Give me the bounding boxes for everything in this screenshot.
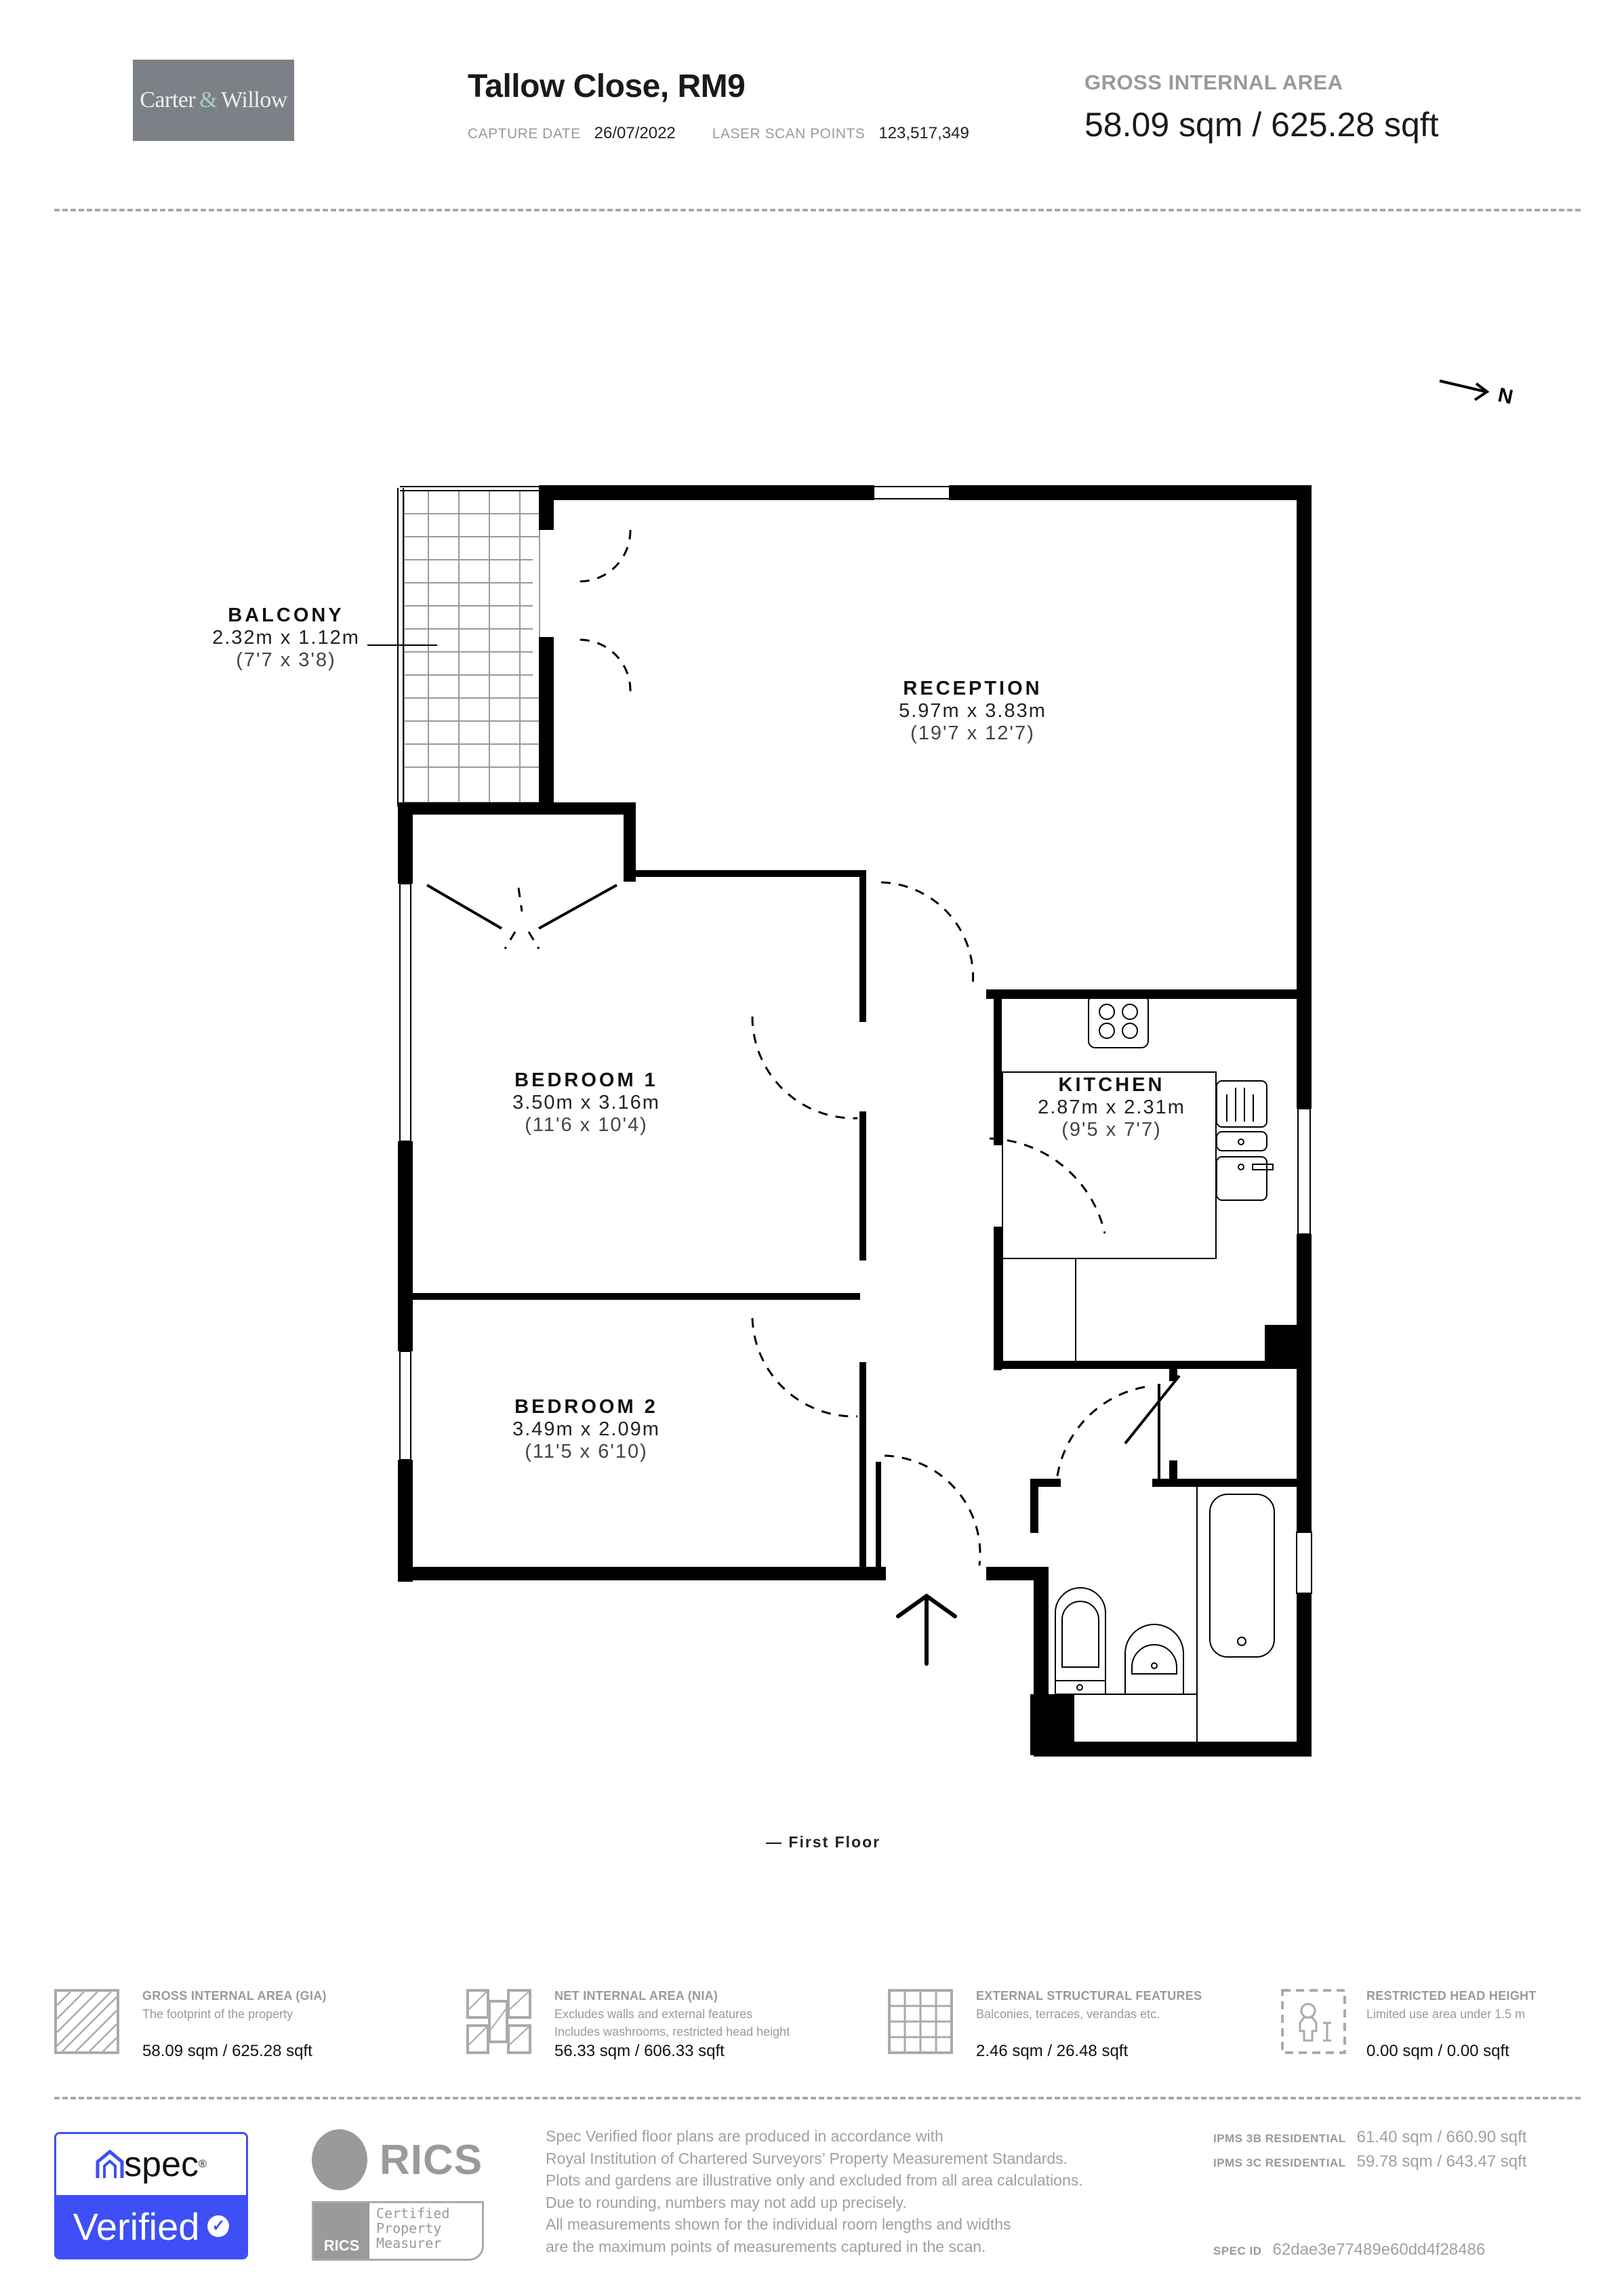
room-balcony: BALCONY 2.32m x 1.12m (7'7 x 3'8) [150, 604, 422, 672]
room-imperial: (9'5 x 7'7) [1061, 1119, 1162, 1141]
external-grid-icon [888, 1989, 953, 2054]
ipms-label: IPMS 3B RESIDENTIAL [1213, 2132, 1346, 2145]
toilet-icon [1055, 1587, 1106, 1695]
room-name: BEDROOM 2 [514, 1396, 658, 1418]
agency-logo: Carter & Willow [133, 60, 294, 141]
legend-value: 0.00 sqm / 0.00 sqft [1366, 2042, 1509, 2060]
gia-header-value: 58.09 sqm / 625.28 sqft [1084, 106, 1439, 144]
verified-text: Verified [73, 2205, 200, 2248]
rics-small-logo: RICS [314, 2203, 369, 2259]
legend-value: 56.33 sqm / 606.33 sqft [554, 2042, 725, 2060]
disclaimer-line: Plots and gardens are illustrative only … [546, 2171, 1083, 2189]
capture-date-label: CAPTURE DATE [468, 126, 581, 142]
door-swings [504, 529, 1153, 1566]
bathroom-fittings [1055, 1487, 1275, 1742]
floor-plan [367, 485, 1312, 1757]
spec-logo: spec® [56, 2134, 246, 2195]
room-kitchen: KITCHEN 2.87m x 2.31m (9'5 x 7'7) [993, 1074, 1230, 1141]
gia-hatch-icon [54, 1989, 119, 2054]
disclaimer-line: are the maximum points of measurements c… [546, 2237, 986, 2255]
nia-hatch-icon [466, 1989, 531, 2054]
rics-lion-icon [312, 2129, 367, 2190]
room-bedroom-1: BEDROOM 1 3.50m x 3.16m (11'6 x 10'4) [451, 1069, 722, 1136]
room-metric: 3.50m x 3.16m [512, 1092, 660, 1113]
scan-points-label: LASER SCAN POINTS [712, 126, 866, 142]
balcony-tiles [403, 490, 540, 803]
spec-house-icon [96, 2150, 124, 2178]
ipms-label: IPMS 3C RESIDENTIAL [1213, 2156, 1346, 2169]
footer-divider [54, 2097, 1581, 2099]
scan-points-value: 123,517,349 [878, 124, 969, 142]
legend-title: NET INTERNAL AREA (NIA) [554, 1989, 718, 2003]
room-bedroom-2: BEDROOM 2 3.49m x 2.09m (11'5 x 6'10) [451, 1396, 722, 1463]
ipms-value: 61.40 sqm / 660.90 sqft [1356, 2128, 1527, 2146]
door-leaves [426, 884, 1181, 1484]
basin-icon [1124, 1624, 1184, 1695]
disclaimer: Spec Verified floor plans are produced i… [546, 2125, 1190, 2257]
room-imperial: (11'6 x 10'4) [525, 1114, 648, 1136]
legend-title: RESTRICTED HEAD HEIGHT [1366, 1989, 1537, 2003]
legend-desc: Limited use area under 1.5 m [1366, 2007, 1526, 2021]
room-reception: RECEPTION 5.97m x 3.83m (19'7 x 12'7) [837, 678, 1108, 745]
room-metric: 2.32m x 1.12m [212, 627, 360, 649]
room-metric: 2.87m x 2.31m [1038, 1096, 1185, 1118]
verified-label: Verified ✓ [56, 2195, 246, 2257]
ipms-3c: IPMS 3C RESIDENTIAL 59.78 sqm / 643.47 sq… [1213, 2152, 1526, 2171]
legend-title: EXTERNAL STRUCTURAL FEATURES [976, 1989, 1202, 2003]
logo-ampersand: & [199, 87, 218, 112]
badge-line: Measurer [376, 2235, 442, 2251]
bath-icon [1209, 1494, 1275, 1658]
badge-line: Property [376, 2220, 442, 2236]
room-name: BALCONY [228, 604, 344, 626]
rics-wordmark: RICS [380, 2137, 483, 2184]
legend-desc: Includes washrooms, restricted head heig… [554, 2025, 790, 2038]
kitchen-fittings [1002, 994, 1274, 1362]
spec-verified-badge: spec® Verified ✓ [54, 2132, 248, 2259]
disclaimer-line: Spec Verified floor plans are produced i… [546, 2127, 943, 2145]
rics-certified-badge: RICS Certified Property Measurer [312, 2201, 484, 2261]
floor-label: — First Floor [766, 1833, 881, 1851]
room-name: KITCHEN [1058, 1074, 1165, 1096]
gia-header-label: GROSS INTERNAL AREA [1084, 70, 1343, 94]
room-metric: 5.97m x 3.83m [899, 700, 1047, 722]
logo-text-right: Willow [221, 87, 287, 112]
hob-icon [1088, 994, 1149, 1048]
ipms-3b: IPMS 3B RESIDENTIAL 61.40 sqm / 660.90 sq… [1213, 2128, 1526, 2147]
header-divider [54, 209, 1581, 211]
check-icon: ✓ [207, 2215, 230, 2237]
legend-desc: The footprint of the property [142, 2007, 293, 2021]
property-title: Tallow Close, RM9 [468, 68, 746, 104]
logo-text-left: Carter [140, 87, 196, 112]
legend-desc: Balconies, terraces, verandas etc. [976, 2007, 1160, 2021]
legend-value: 2.46 sqm / 26.48 sqft [976, 2042, 1129, 2060]
room-name: BEDROOM 1 [514, 1069, 658, 1091]
spec-id-label: SPEC ID [1213, 2244, 1262, 2257]
room-imperial: (19'7 x 12'7) [910, 722, 1035, 744]
balcony-railing [397, 486, 539, 806]
legend-title: GROSS INTERNAL AREA (GIA) [142, 1989, 327, 2003]
legend-value: 58.09 sqm / 625.28 sqft [142, 2042, 312, 2060]
badge-line: Certified [376, 2205, 450, 2221]
spec-id-value: 62dae3e77489e60dd4f28486 [1272, 2240, 1486, 2259]
room-metric: 3.49m x 2.09m [512, 1418, 660, 1440]
room-imperial: (11'5 x 6'10) [525, 1441, 648, 1462]
legend-desc: Excludes walls and external features [554, 2007, 753, 2021]
disclaimer-line: Due to rounding, numbers may not add up … [546, 2193, 907, 2211]
sink-icon [1216, 1156, 1267, 1201]
north-arrow-icon: N [1439, 380, 1515, 409]
capture-date-value: 26/07/2022 [594, 124, 676, 142]
walls [398, 485, 1312, 1757]
capture-meta: CAPTURE DATE 26/07/2022 LASER SCAN POINTS 1… [468, 124, 1006, 143]
drainer-icon [1216, 1080, 1267, 1128]
room-imperial: (7'7 x 3'8) [236, 649, 336, 671]
disclaimer-line: All measurements shown for the individua… [546, 2215, 1011, 2233]
spec-wordmark: spec [124, 2145, 199, 2184]
ipms-value: 59.78 sqm / 643.47 sqft [1356, 2152, 1527, 2171]
spec-id: SPEC ID 62dae3e77489e60dd4f28486 [1213, 2240, 1485, 2259]
entrance-arrow-icon [896, 1593, 957, 1666]
room-name: RECEPTION [903, 678, 1042, 699]
disclaimer-line: Royal Institution of Chartered Surveyors… [546, 2149, 1068, 2167]
restricted-height-icon [1281, 1989, 1346, 2054]
